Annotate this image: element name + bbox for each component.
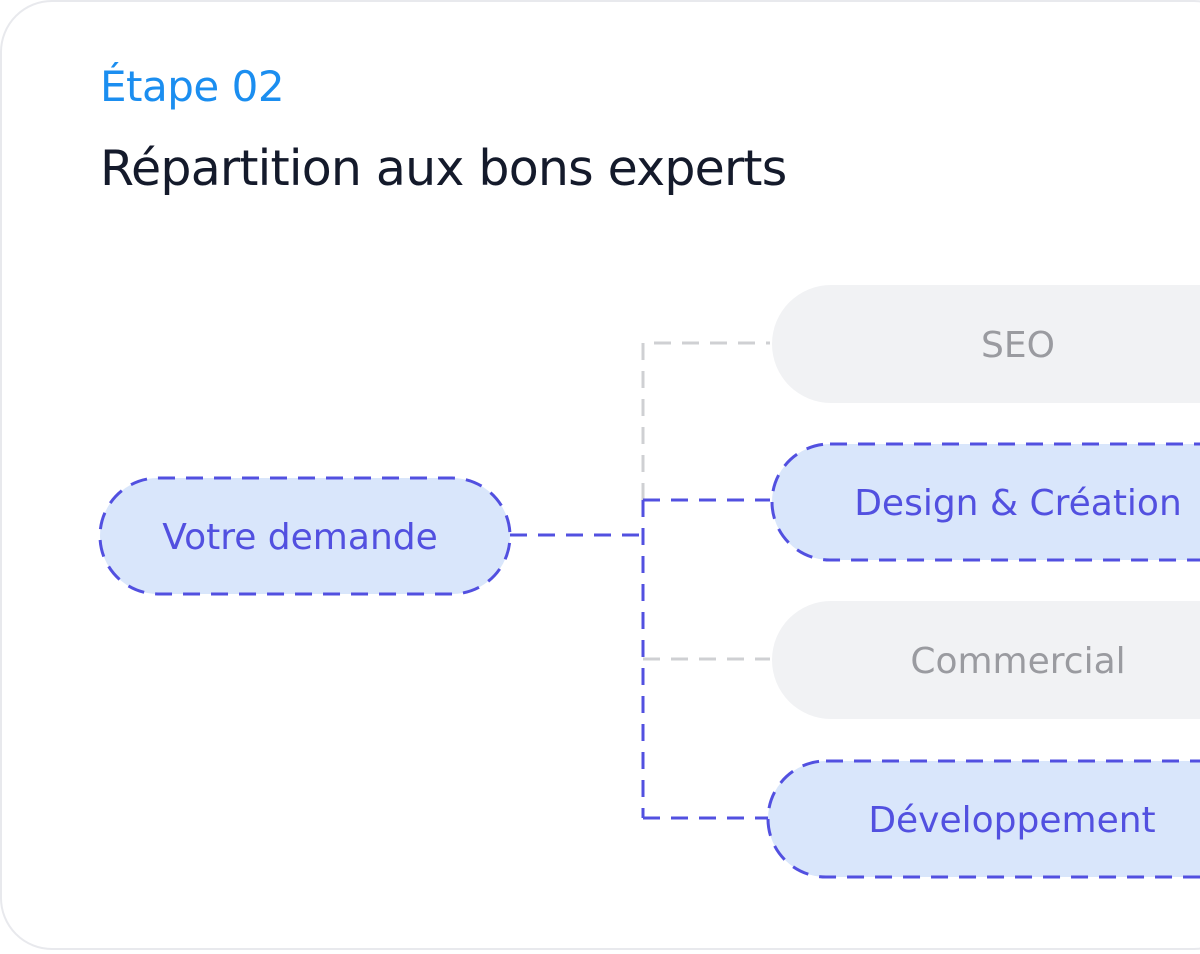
- page-title: Répartition aux bons experts: [100, 140, 787, 197]
- target-node-developpement: Développement: [766, 759, 1200, 879]
- target-node-commercial-shape: [772, 601, 1200, 719]
- target-node-developpement-shape: [766, 759, 1200, 879]
- target-node-design: Design & Création: [770, 442, 1200, 562]
- target-node-design-shape: [770, 442, 1200, 562]
- muted-connectors: [641, 341, 770, 661]
- target-node-commercial-label: Commercial: [910, 641, 1125, 682]
- target-node-seo-label: SEO: [981, 325, 1055, 366]
- step-label: Étape 02: [100, 62, 285, 111]
- active-connectors: [510, 498, 770, 820]
- source-node-label: Votre demande: [162, 517, 438, 558]
- source-node: Votre demande: [98, 476, 512, 596]
- target-node-seo: SEO: [772, 285, 1200, 403]
- target-node-developpement-label: Développement: [868, 800, 1155, 841]
- target-node-seo-shape: [772, 285, 1200, 403]
- target-node-design-label: Design & Création: [854, 483, 1182, 524]
- connector-seo: [641, 341, 770, 500]
- source-node-shape: [98, 476, 512, 596]
- target-node-commercial: Commercial: [772, 601, 1200, 719]
